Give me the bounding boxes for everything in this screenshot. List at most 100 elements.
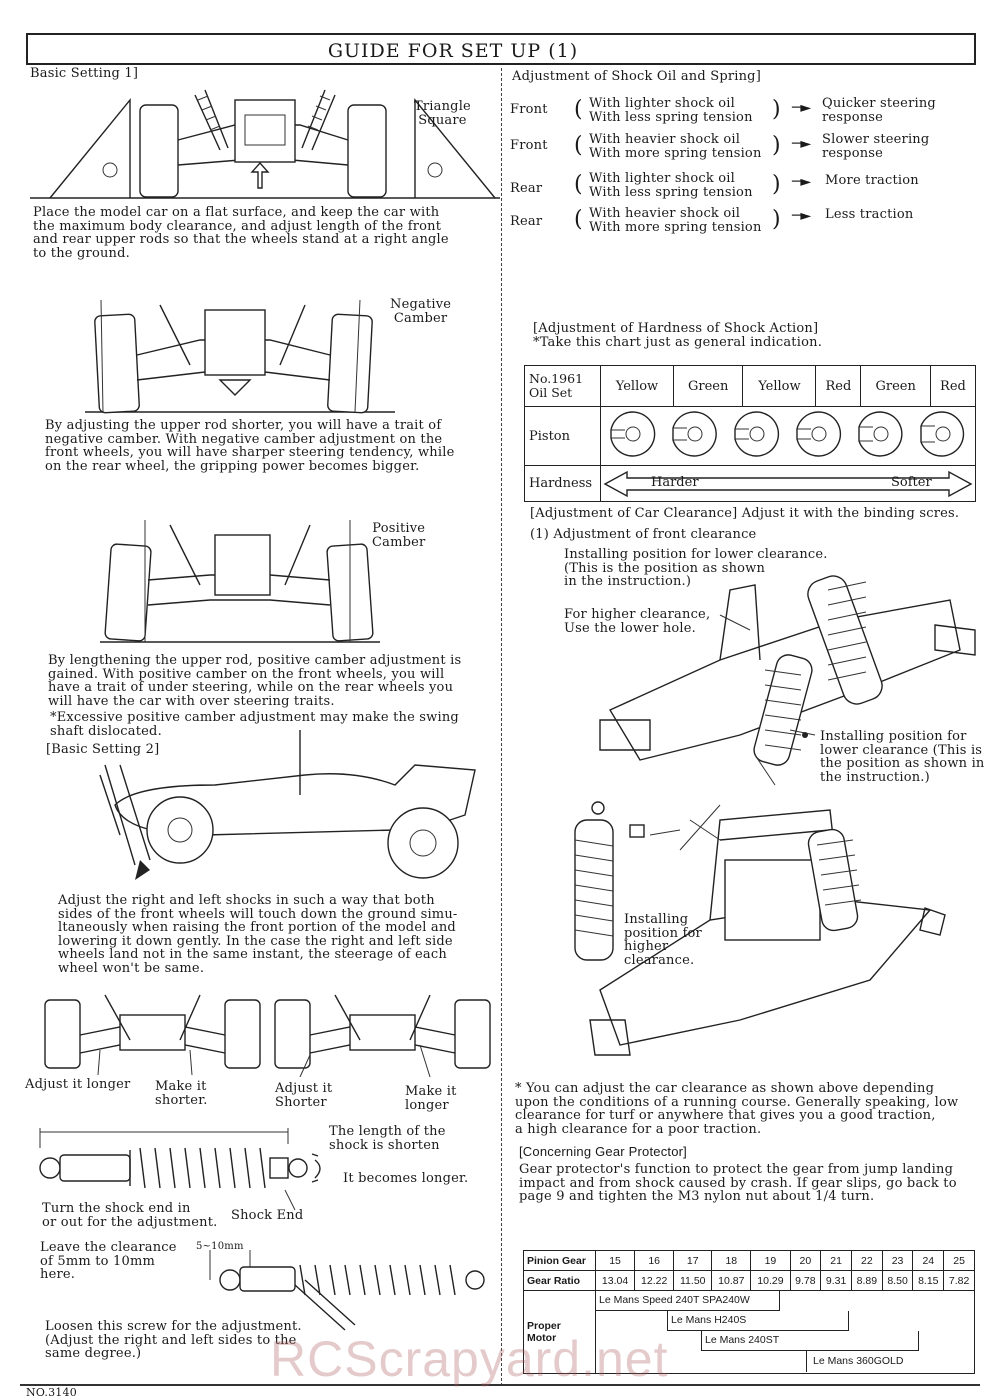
oil-row-1-bracket: ( <box>574 97 583 122</box>
positive-camber-label: Positive Camber <box>372 521 426 550</box>
oil-row-3-arrow: ─► <box>792 174 812 190</box>
page-title: GUIDE FOR SET UP (1) <box>327 40 579 62</box>
oil-set-header: No.1961 Oil Set <box>524 365 601 407</box>
positive-camber-note: *Excessive positive camber adjustment ma… <box>50 710 459 739</box>
oil-row-1-arrow: ─► <box>792 100 812 116</box>
negative-camber-label: Negative Camber <box>390 297 452 326</box>
clearance-text: Leave the clearance of 5mm to 10mm here. <box>40 1240 177 1282</box>
shock-end-label: Shock End <box>231 1208 304 1223</box>
oil-row-2-condition: With heavier shock oil With more spring … <box>589 132 762 161</box>
oil-color: Green <box>860 365 931 407</box>
proper-motor-label: Proper Motor <box>523 1290 596 1374</box>
ratio-value: 9.78 <box>789 1270 822 1291</box>
oil-row-4-bracket: ( <box>574 207 583 232</box>
ratio-value: 7.82 <box>943 1270 975 1291</box>
rear-suspension-diagram <box>574 801 946 1056</box>
gear-protector-title: [Concerning Gear Protector] <box>519 1144 687 1159</box>
motor-range-3: Le Mans 240ST <box>701 1331 919 1351</box>
oil-row-1-axle: Front <box>510 102 548 117</box>
harder-label: Harder <box>651 475 699 490</box>
car-clearance-title: [Adjustment of Car Clearance] Adjust it … <box>530 506 960 521</box>
positive-camber-text: By lengthening the upper rod, positive c… <box>48 653 462 709</box>
install-lower-text: Installing position for lower clearance.… <box>564 547 828 589</box>
ratio-value: 9.31 <box>820 1270 852 1291</box>
basic-setting-1-diagram <box>30 89 500 199</box>
front-shock-diagram-right <box>274 994 491 1077</box>
basic-setting-2-title: [Basic Setting 2] <box>46 742 160 757</box>
adjust-shorter-label: Adjust it Shorter <box>275 1081 333 1110</box>
pinion-value: 22 <box>850 1250 883 1271</box>
basic-setting-2-text: Adjust the right and left shocks in such… <box>58 893 458 976</box>
oil-row-4-bracket-close: ) <box>772 207 781 232</box>
motor-range-1: Le Mans Speed 240T SPA240W <box>596 1291 780 1311</box>
hardness-table: No.1961 Oil Set Yellow Green Yellow Red … <box>524 365 977 502</box>
footer-line <box>20 1384 980 1386</box>
watermark: RCScrapyard.net <box>270 1331 669 1387</box>
install-higher-text: Installing position for higher clearance… <box>624 912 702 968</box>
ratio-value: 10.87 <box>711 1270 752 1291</box>
oil-row-3-condition: With lighter shock oil With less spring … <box>589 171 753 200</box>
install-lower-text-2: Installing position for lower clearance … <box>820 729 985 785</box>
pinion-value: 24 <box>912 1250 945 1271</box>
negative-camber-text: By adjusting the upper rod shorter, you … <box>45 418 455 474</box>
pinion-value: 16 <box>634 1250 675 1271</box>
gear-ratio-label: Gear Ratio <box>523 1270 596 1291</box>
oil-color: Yellow <box>600 365 674 407</box>
softer-label: Softer <box>891 475 932 490</box>
oil-row-1-condition: With lighter shock oil With less spring … <box>589 96 753 125</box>
ratio-value: 10.29 <box>750 1270 791 1291</box>
triangle-square-label: Triangle Square <box>414 99 471 128</box>
header-line <box>26 63 976 65</box>
oil-row-2-arrow: ─► <box>792 136 812 152</box>
becomes-longer-label: It becomes longer. <box>343 1171 469 1186</box>
oil-row-4-axle: Rear <box>510 214 543 229</box>
oil-row-2-bracket: ( <box>574 133 583 158</box>
oil-row-1-bracket-close: ) <box>772 97 781 122</box>
make-longer-label: Make it longer <box>405 1084 457 1113</box>
gear-ratio-table: Pinion Gear 15 16 17 18 19 20 21 22 23 2… <box>523 1250 975 1374</box>
pinion-value: 20 <box>789 1250 822 1271</box>
make-shorter-label: Make it shorter. <box>155 1079 208 1108</box>
pinion-value: 25 <box>943 1250 975 1271</box>
pinion-value: 23 <box>881 1250 914 1271</box>
double-arrow-icon <box>603 470 973 497</box>
pinion-value: 21 <box>820 1250 852 1271</box>
motor-range-label: Le Mans Speed 240T SPA240W <box>599 1294 750 1306</box>
gear-protector-text: Gear protector's function to protect the… <box>519 1162 957 1204</box>
oil-row-3-result: More traction <box>825 173 919 188</box>
basic-setting-1-title: Basic Setting 1] <box>30 66 139 81</box>
hardness-note: *Take this chart just as general indicat… <box>533 335 823 350</box>
car-side-diagram <box>99 730 476 880</box>
oil-row-4-arrow: ─► <box>792 208 812 224</box>
motor-range-4: Le Mans 360GOLD <box>806 1351 981 1372</box>
pinion-value: 19 <box>750 1250 791 1271</box>
motor-range-cell: Le Mans Speed 240T SPA240W Le Mans H240S… <box>595 1290 975 1374</box>
motor-range-2: Le Mans H240S <box>667 1311 849 1331</box>
oil-row-3-axle: Rear <box>510 181 543 196</box>
oil-row-3-bracket: ( <box>574 172 583 197</box>
shock-oil-title: Adjustment of Shock Oil and Spring] <box>512 69 761 84</box>
oil-row-3-bracket-close: ) <box>772 172 781 197</box>
ratio-value: 11.50 <box>673 1270 713 1291</box>
shock-length-text: The length of the shock is shorten <box>329 1124 446 1153</box>
header-frame <box>26 33 976 65</box>
page-number: NO.3140 <box>26 1386 77 1399</box>
positive-camber-diagram <box>100 520 380 643</box>
oil-row-2-axle: Front <box>510 138 548 153</box>
oil-row-4-result: Less traction <box>825 207 914 222</box>
front-clearance-heading: (1) Adjustment of front clearance <box>530 527 757 542</box>
oil-color: Green <box>672 365 744 407</box>
oil-row-2-result: Slower steering response <box>822 132 930 161</box>
clearance-dimension: 5~10mm <box>196 1241 244 1252</box>
ratio-value: 13.04 <box>594 1270 636 1291</box>
oil-color: Yellow <box>742 365 817 407</box>
oil-color: Red <box>815 365 862 407</box>
oil-color: Red <box>929 365 977 407</box>
oil-row-2-bracket-close: ) <box>772 133 781 158</box>
column-divider <box>501 68 502 1386</box>
ratio-value: 8.15 <box>912 1270 945 1291</box>
pinion-value: 17 <box>673 1250 713 1271</box>
adjust-longer-label: Adjust it longer <box>25 1077 131 1092</box>
pinion-value: 15 <box>594 1250 636 1271</box>
hardness-label: Hardness <box>524 465 601 502</box>
